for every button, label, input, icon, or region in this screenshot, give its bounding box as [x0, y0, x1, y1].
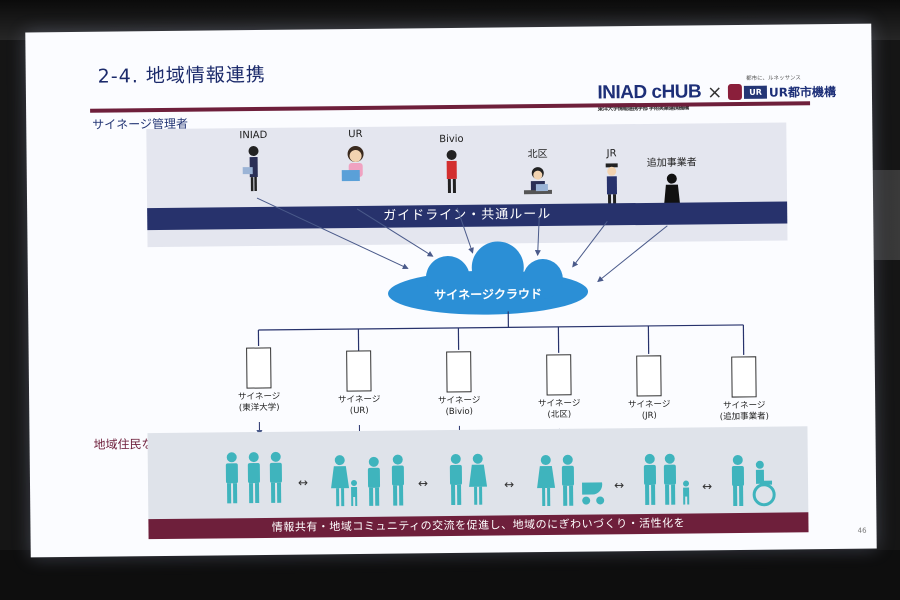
resident-group-wheelchair-icon	[731, 455, 776, 507]
signage-label-line1: サイネージ	[723, 400, 766, 412]
signage-label-jr: サイネージ (JR)	[609, 400, 689, 423]
cloud-label: サイネージクラウド	[434, 287, 542, 303]
resident-group-family-icon	[331, 454, 405, 507]
arrow-ur	[356, 208, 434, 257]
signage-label-line1: サイネージ	[437, 395, 481, 407]
resident-group-parent-child-icon	[643, 453, 690, 505]
signage-label-toyo: サイネージ (東洋大学)	[219, 392, 299, 415]
resident-group-adults-icon	[225, 451, 282, 504]
arrow-jr	[572, 221, 608, 268]
admin-kita-ward: 北区	[502, 145, 573, 209]
signage-label-line2: (Bivio)	[445, 406, 474, 418]
admin-to-cloud-arrows	[256, 197, 668, 283]
person-icon	[446, 149, 457, 194]
page-number: 46	[857, 526, 867, 535]
signage-screen-ur	[346, 350, 372, 392]
signage-label-line1: サイネージ	[537, 398, 581, 410]
signage-label-kita: サイネージ (北区)	[519, 398, 599, 421]
signage-label-line2: (JR)	[641, 410, 657, 422]
admin-ur: UR	[320, 129, 391, 199]
station-staff-icon	[605, 163, 618, 209]
signage-screen-jr	[636, 355, 662, 397]
arrow-bivio	[456, 207, 474, 254]
resident-group-stroller-icon	[537, 454, 605, 507]
signage-label-line1: サイネージ	[237, 391, 281, 403]
signage-screen-kita	[546, 354, 572, 396]
exchange-arrow: ↔	[297, 475, 309, 490]
signage-label-line2: (UR)	[349, 405, 369, 417]
arrow-additional	[597, 225, 668, 283]
signage-screen-bivio	[446, 351, 472, 393]
signage-label-additional: サイネージ (追加事業者)	[704, 401, 784, 424]
signage-label-line2: (北区)	[547, 409, 572, 420]
admin-jr: JR	[577, 148, 648, 218]
signage-screens	[246, 347, 757, 398]
distribution-lines	[257, 311, 745, 355]
person-laptop-icon	[341, 145, 364, 182]
connector-diagram	[246, 197, 757, 443]
projection-screen: 2-4. 地域情報連携 INIAD cHUB 東洋大学情報連携学部 学術実業連携…	[25, 23, 877, 558]
exchange-arrow: ↔	[417, 476, 429, 491]
arrow-iniad	[256, 197, 409, 270]
signage-label-bivio: サイネージ (Bivio)	[419, 396, 499, 419]
cloud-shape	[388, 241, 589, 315]
exchange-arrow: ↔	[701, 479, 713, 494]
signage-label-line1: サイネージ	[337, 394, 381, 406]
admin-bivio: Bivio	[416, 134, 487, 204]
exchange-arrow: ↔	[613, 478, 625, 493]
resident-group-couple-icon	[449, 453, 488, 506]
signage-label-line1: サイネージ	[627, 399, 671, 411]
person-laptop-icon	[242, 146, 259, 192]
signage-label-line2: (追加事業者)	[719, 411, 769, 423]
signage-label-ur: サイネージ (UR)	[319, 395, 399, 418]
signage-screen-additional	[731, 356, 757, 398]
signage-label-line2: (東洋大学)	[238, 402, 280, 414]
admin-iniad: INIAD	[218, 130, 289, 200]
arrow-kita	[534, 217, 541, 257]
exchange-arrow: ↔	[503, 477, 515, 492]
signage-screen-toyo	[246, 347, 272, 389]
person-desk-icon	[523, 167, 552, 195]
floor	[0, 550, 900, 600]
